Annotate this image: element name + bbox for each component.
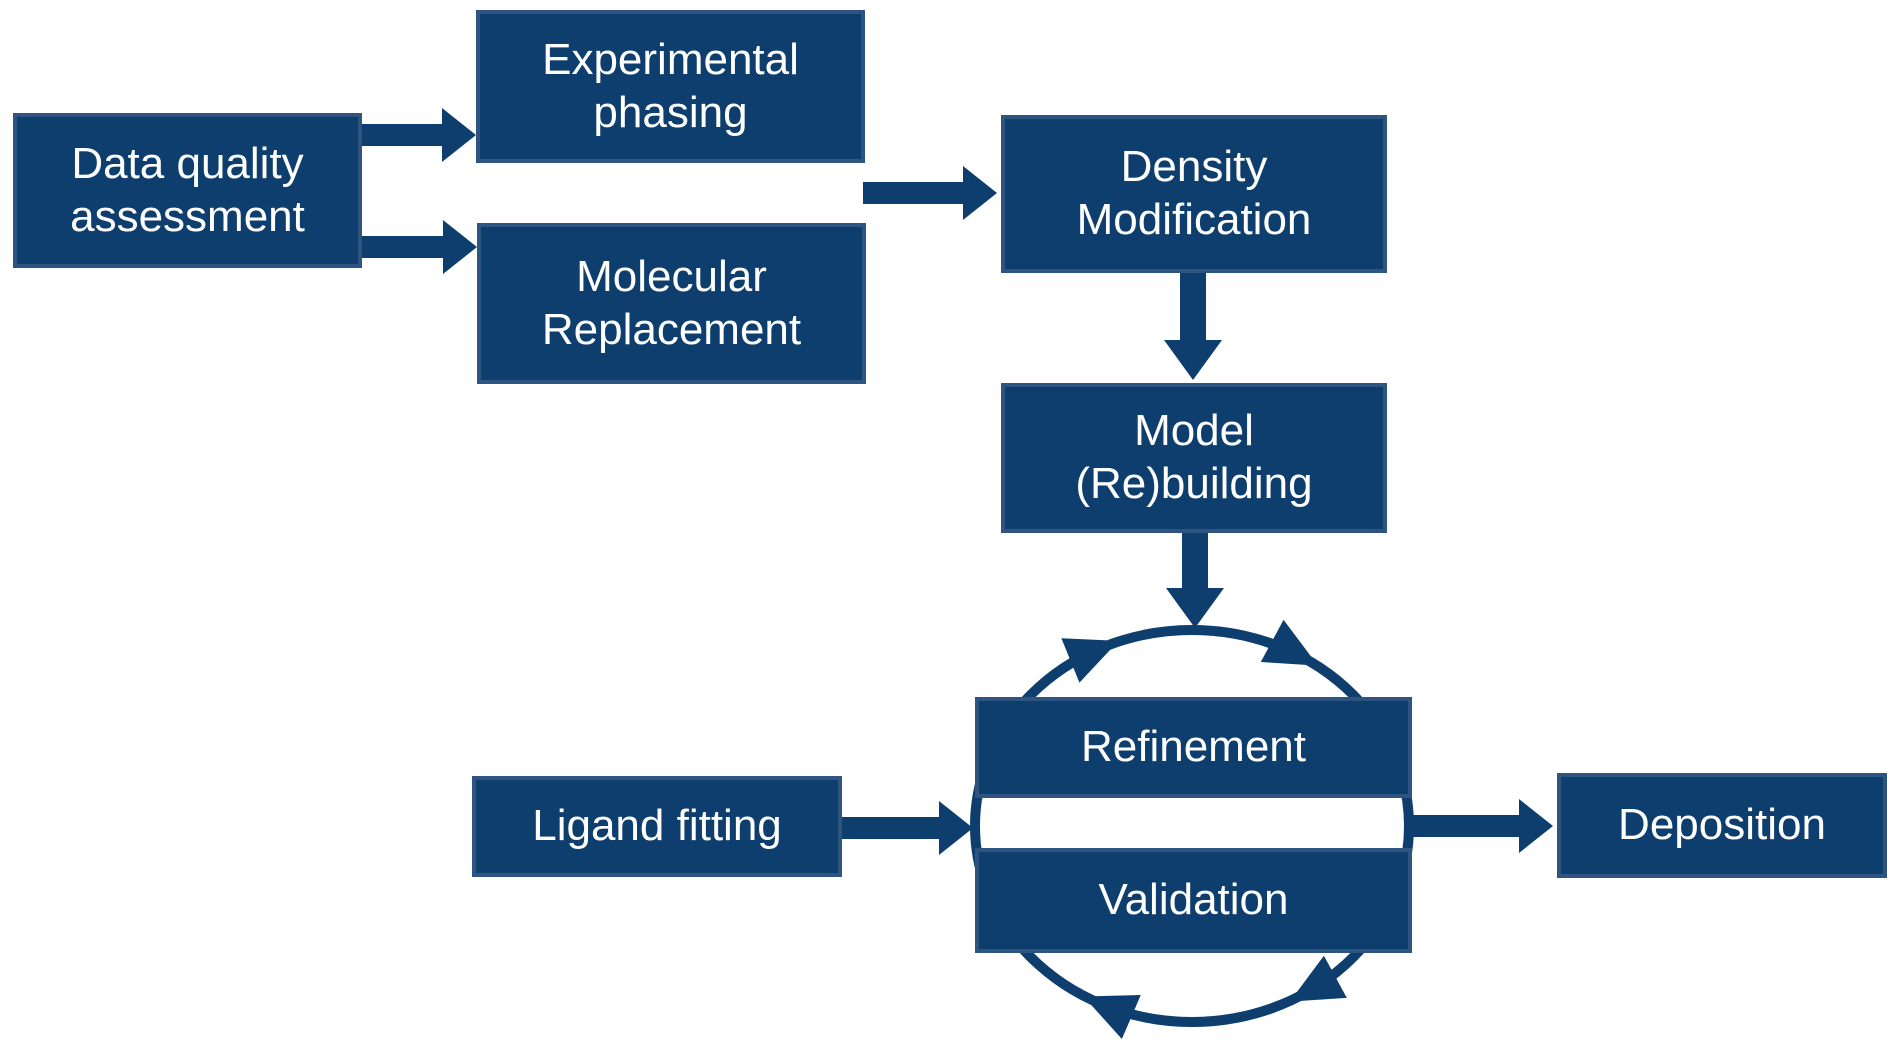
arrow-data-quality-to-experimental-phasing (362, 108, 476, 162)
box-molecular-replacement: Molecular Replacement (477, 223, 866, 384)
box-density-modification: Density Modification (1001, 115, 1387, 273)
box-label: Ligand fitting (532, 801, 782, 851)
cycle-arrowhead-top-left (1061, 638, 1119, 683)
arrow-phasing-to-density-modification (863, 166, 997, 220)
box-model-rebuilding: Model (Re)building (1001, 383, 1387, 533)
cycle-arrowhead-bottom-right (1289, 955, 1347, 1002)
arrow-model-rebuilding-to-cycle (1166, 533, 1224, 628)
arrow-ligand-fitting-to-cycle (842, 801, 973, 855)
box-label: Experimental phasing (542, 34, 799, 137)
box-deposition: Deposition (1557, 773, 1887, 878)
box-label: Model (Re)building (1075, 406, 1313, 508)
box-label: Density Modification (1076, 142, 1312, 244)
box-experimental-phasing: Experimental phasing (476, 10, 865, 163)
cycle-arrow-circle (970, 625, 1414, 1027)
box-label: Validation (1098, 875, 1289, 925)
box-data-quality-assessment: Data quality assessment (13, 113, 362, 268)
box-ligand-fitting: Ligand fitting (472, 776, 842, 877)
arrow-cycle-to-deposition (1406, 799, 1553, 853)
box-label: Molecular Replacement (541, 251, 802, 354)
arrow-density-modification-to-model-rebuilding (1164, 273, 1222, 380)
cycle-arrowhead-bottom-left (1083, 994, 1141, 1040)
cycle-arrowhead-top-right (1260, 619, 1318, 666)
box-label: Data quality assessment (70, 138, 305, 241)
arrow-data-quality-to-molecular-replacement (362, 220, 477, 274)
box-refinement: Refinement (975, 697, 1412, 798)
box-validation: Validation (975, 848, 1412, 953)
box-label: Deposition (1618, 800, 1826, 850)
box-label: Refinement (1080, 722, 1306, 772)
